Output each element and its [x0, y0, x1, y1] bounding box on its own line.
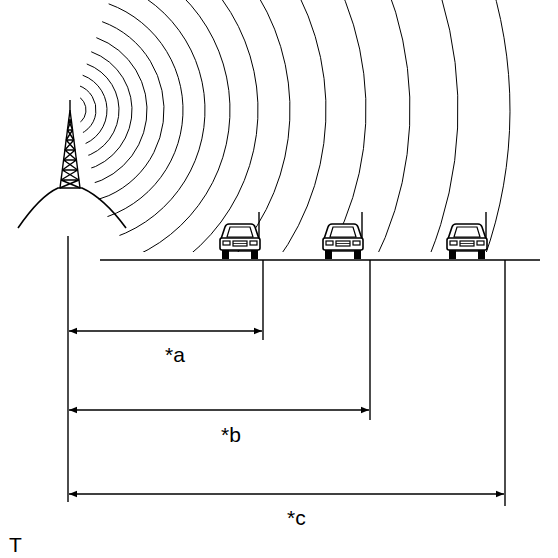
radio-wave: [72, 86, 96, 136]
radio-wave: [84, 0, 230, 269]
corner-mark: T: [9, 534, 22, 555]
dimension-label: *a: [165, 344, 185, 365]
radio-wave: [100, 0, 410, 449]
radio-wave: [82, 0, 205, 244]
radio-wave: [75, 52, 132, 172]
dimension-label: *c: [287, 507, 306, 528]
radio-wave: [80, 4, 183, 223]
radio-wave: [73, 75, 107, 147]
radio-wave: [78, 22, 164, 204]
radio-wave: [86, 0, 258, 297]
radio-wave: [108, 0, 510, 548]
radio-wave: [104, 0, 458, 497]
tower-truss: [67, 120, 72, 130]
radio-wave: [89, 0, 290, 329]
tower-truss: [62, 160, 77, 170]
radio-wave: [92, 0, 326, 365]
radio-wave: [74, 64, 119, 159]
tower-truss: [66, 130, 74, 140]
dimension-label: *b: [221, 424, 241, 445]
tower-truss: [60, 180, 81, 188]
tower-truss: [64, 150, 77, 160]
radio-wave: [71, 95, 86, 126]
tower-truss: [61, 170, 79, 180]
tower-truss: [65, 140, 75, 150]
radio-wave: [77, 38, 147, 187]
radio-wave: [96, 0, 366, 405]
